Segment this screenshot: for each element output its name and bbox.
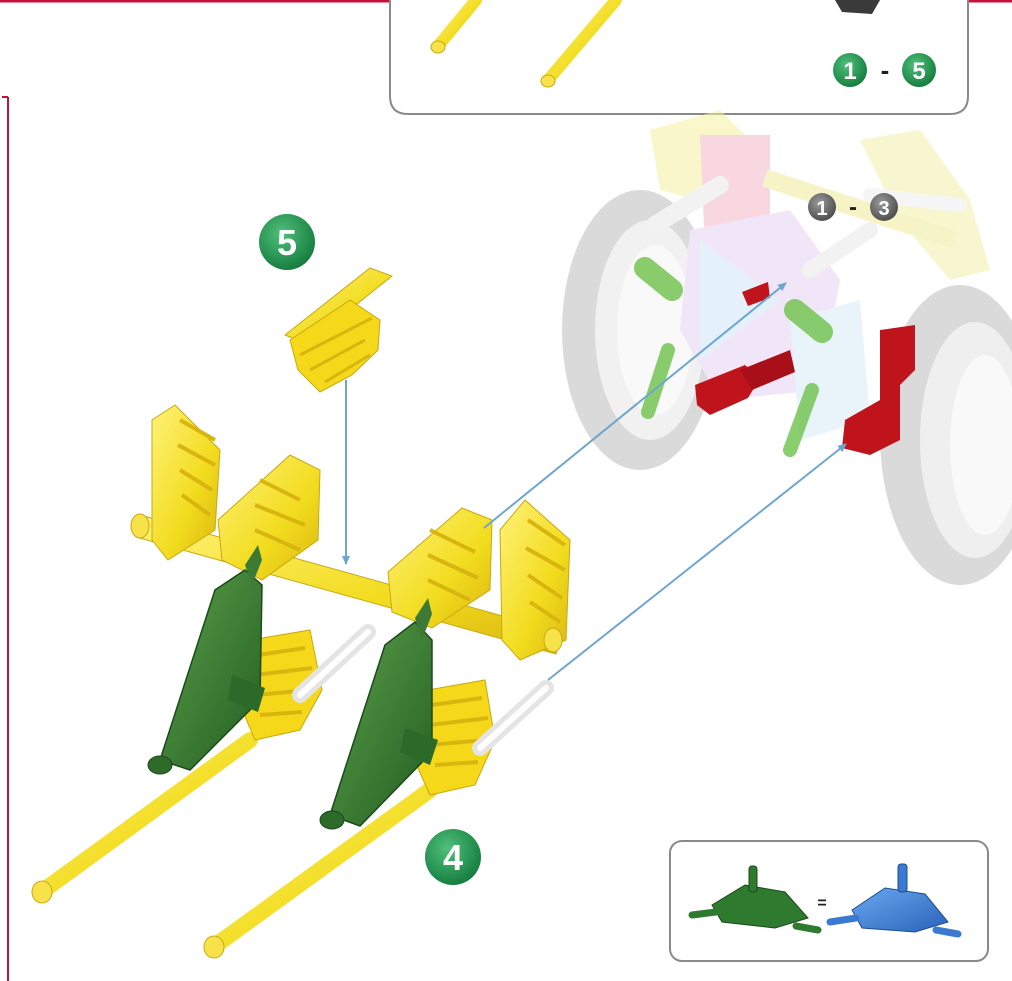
blue-connector-part xyxy=(826,863,962,938)
model-range-separator: - xyxy=(849,194,857,221)
step-4-badge: 4 xyxy=(425,829,481,885)
step-5-yellow-connector xyxy=(284,267,394,393)
model-range-start: 1 xyxy=(816,198,827,220)
main-assembly xyxy=(130,404,571,661)
top-dark-part xyxy=(835,0,880,14)
top-range-separator: - xyxy=(881,55,890,85)
model-range-end: 3 xyxy=(878,198,889,220)
model-green-pegs xyxy=(634,257,833,457)
equals-symbol: = xyxy=(817,895,826,912)
green-connector-part xyxy=(688,865,822,934)
long-yellow-rods xyxy=(31,732,438,959)
arrow-rod-to-model xyxy=(483,282,787,529)
arrow-white-rod-to-red xyxy=(547,443,847,681)
red-connectors xyxy=(695,282,915,455)
top-yellow-rod-1 xyxy=(430,0,482,54)
model-range-badges: 1 - 3 xyxy=(808,193,898,221)
top-parts-panel: 1 - 5 xyxy=(389,0,969,115)
top-yellow-rod-2 xyxy=(540,0,622,88)
green-plow-right xyxy=(319,598,438,830)
top-range-start: 1 xyxy=(843,58,856,85)
top-range-end: 5 xyxy=(912,58,925,85)
existing-model-faded xyxy=(562,110,1012,585)
white-rods xyxy=(292,624,554,756)
left-end-connector xyxy=(151,404,221,561)
step-5-number: 5 xyxy=(277,222,297,263)
step-5-badge: 5 xyxy=(259,214,315,270)
step-4-number: 4 xyxy=(443,837,463,878)
equivalence-panel: = xyxy=(669,840,989,962)
top-range-badges: 1 - 5 xyxy=(833,53,936,87)
green-plow-left xyxy=(147,545,265,775)
assembly-arrows xyxy=(342,282,847,681)
